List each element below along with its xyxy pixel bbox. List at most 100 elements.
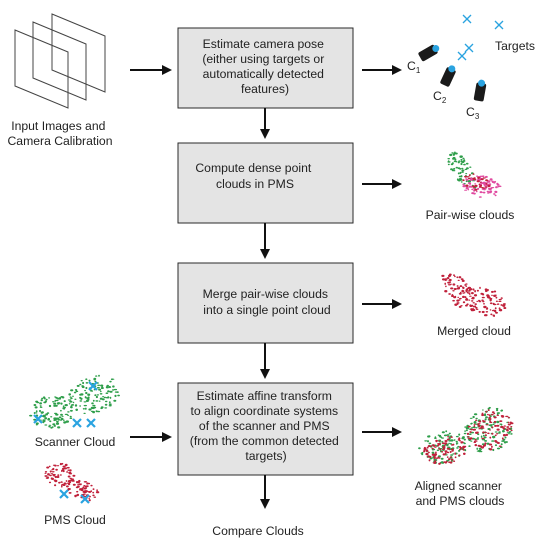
pms-red-point — [52, 467, 55, 471]
scanner-green-point — [100, 390, 102, 393]
aligned-green-point — [485, 416, 488, 419]
aligned-red-point — [439, 448, 442, 451]
aligned-green-point — [486, 442, 490, 445]
pairwise-pink-point — [465, 178, 468, 180]
scanner-green-point — [99, 393, 103, 395]
scanner-green-point — [116, 391, 119, 393]
aligned-red-point — [438, 440, 441, 442]
merged-red-point — [457, 279, 460, 281]
merged-red-point — [484, 288, 488, 291]
scanner-green-point — [57, 426, 61, 429]
aligned-green-point — [449, 443, 452, 445]
pms-red-point — [44, 475, 48, 477]
aligned-green-point — [505, 441, 508, 443]
pms-red-point — [66, 485, 69, 488]
aligned-red-point — [459, 447, 463, 449]
aligned-green-point — [418, 447, 421, 450]
merged-red-point — [491, 310, 494, 312]
pairwise-green-point — [450, 168, 453, 171]
aligned-red-point — [460, 441, 464, 444]
targets-label: Targets — [495, 39, 535, 53]
scanner-green-point — [101, 398, 105, 401]
scanner-green-point — [48, 425, 51, 428]
target-x-1 — [462, 14, 472, 24]
aligned-red-point — [507, 416, 510, 419]
scanner-green-point — [68, 393, 71, 396]
scanner-green-point — [58, 397, 62, 399]
pms-red-point — [59, 462, 63, 466]
merged-red-point — [481, 310, 485, 314]
aligned-red-point — [473, 441, 477, 443]
aligned-red-point — [501, 437, 504, 440]
scanner-green-point — [106, 384, 109, 387]
scanner-green-point — [64, 421, 67, 424]
pms-red-point — [61, 469, 65, 472]
scanner-green-point — [111, 389, 115, 391]
pairwise-pink-point — [476, 175, 479, 177]
scanner-green-point — [69, 415, 72, 418]
merged-red-point — [458, 305, 462, 308]
aligned-red-point — [500, 425, 504, 429]
aligned-red-point — [501, 415, 505, 418]
aligned-red-point — [442, 446, 446, 448]
pairwise-green-point — [447, 161, 451, 163]
merged-red-point — [447, 284, 452, 286]
scanner-green-point — [82, 381, 85, 385]
step-affine-text: Estimate affine transform to align coord… — [190, 389, 342, 463]
aligned-red-point — [489, 448, 493, 451]
scanner-green-point — [105, 392, 109, 395]
merged-red-point — [498, 307, 501, 310]
scanner-green-point — [56, 420, 59, 423]
aligned-red-point — [487, 432, 490, 435]
merged-red-point — [489, 302, 493, 305]
pairwise-pink-point — [479, 191, 483, 194]
pms-label: PMS Cloud — [44, 513, 106, 527]
merged-red-point — [485, 290, 489, 292]
aligned-green-point — [455, 440, 458, 443]
aligned-red-point — [474, 444, 478, 447]
merged-red-point — [462, 301, 466, 304]
pms-red-point — [66, 482, 70, 484]
aligned-red-point — [449, 451, 452, 453]
merged-label: Merged cloud — [437, 324, 511, 338]
scanner-green-point — [75, 408, 78, 411]
pms-red-point — [88, 499, 91, 502]
merged-red-point — [472, 302, 475, 304]
scanner-green-point — [35, 422, 39, 425]
aligned-green-point — [476, 447, 479, 450]
merged-red-point — [444, 282, 447, 285]
aligned-green-point — [475, 427, 478, 429]
merged-red-point — [467, 286, 471, 289]
aligned-red-point — [449, 456, 452, 458]
pairwise-green-point — [455, 166, 458, 169]
scanner-green-point — [99, 397, 103, 400]
pairwise-red-point — [472, 173, 475, 175]
scanner-green-point — [80, 397, 83, 400]
merged-red-point — [466, 303, 469, 306]
aligned-green-point — [480, 435, 483, 438]
scanner-green-point — [96, 394, 100, 396]
scanner-target-mark — [88, 381, 98, 391]
aligned-red-point — [508, 427, 511, 430]
aligned-red-point — [427, 451, 430, 454]
aligned-green-point — [473, 421, 477, 424]
pairwise-pink-point — [477, 187, 480, 190]
merged-red-point — [461, 278, 464, 281]
merged-red-point — [483, 303, 485, 305]
pms-red-point — [48, 465, 51, 468]
aligned-red-point — [431, 444, 435, 447]
pairwise-green-point — [451, 152, 454, 154]
aligned-green-point — [424, 440, 428, 442]
pairwise-red-point — [479, 181, 482, 183]
merged-red-point — [460, 305, 463, 307]
aligned-green-point — [482, 409, 484, 411]
pairwise-green-point — [454, 151, 456, 154]
pairwise-pink-point — [483, 185, 487, 187]
aligned-red-point — [438, 443, 441, 446]
pms-red-point — [60, 474, 62, 476]
aligned-red-point — [452, 448, 454, 451]
scanner-green-point — [80, 380, 83, 382]
merged-red-point — [475, 306, 478, 309]
aligned-red-point — [506, 429, 509, 432]
merged-red-point — [465, 304, 467, 307]
